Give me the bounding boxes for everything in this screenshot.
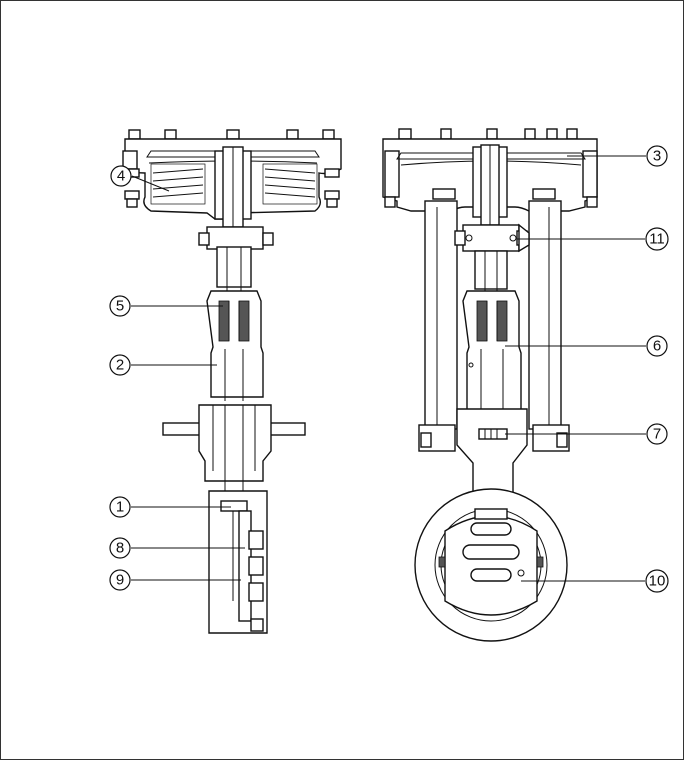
callout-5-label: 5 [116,298,124,315]
callout-8-circle [109,537,131,559]
callout-3-circle [646,145,668,167]
callout-10-circle [645,569,669,593]
callout-9-label: 9 [116,572,124,589]
left-springs [150,163,318,205]
callout-5-circle [109,295,131,317]
left-valve-body [208,490,268,634]
callout-11-label: 11 [649,231,665,248]
right-valve [382,128,598,642]
right-packing-body [456,290,528,512]
right-disc-body [414,488,568,642]
left-yoke [198,226,274,291]
left-valve [122,129,342,634]
callout-8-label: 8 [116,540,124,557]
callout-4-circle [110,165,132,187]
callout-6-label: 6 [653,338,661,355]
callout-1-label: 1 [116,499,124,516]
right-coupling [454,223,530,291]
callout-6-circle [646,335,668,357]
callout-4-leader [131,175,170,192]
callout-7-circle [646,423,668,445]
callout-7-label: 7 [653,426,661,443]
callout-4-label: 4 [117,168,125,185]
right-actuator [382,128,598,227]
callout-2-label: 2 [116,357,124,374]
left-flange [162,404,306,501]
left-packing-body [206,290,264,401]
callout-9-circle [109,569,131,591]
left-actuator [122,129,342,229]
callout-3-label: 3 [653,148,661,165]
callouts: 4 5 2 1 8 9 3 11 6 7 [109,145,669,593]
callout-10-label: 10 [649,573,666,590]
callout-1-circle [109,496,131,518]
callout-2-circle [109,354,131,376]
callout-11-circle [645,227,669,251]
